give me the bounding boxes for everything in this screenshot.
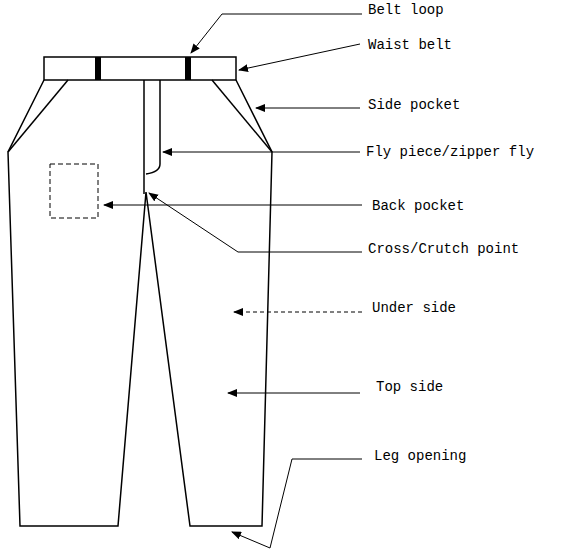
part-label: Leg opening xyxy=(374,448,466,464)
leader-line xyxy=(228,393,360,394)
belt-loop xyxy=(95,57,101,80)
zipper-fly xyxy=(146,80,160,174)
leader-lines xyxy=(104,14,362,548)
leader-line xyxy=(104,205,362,206)
leader-line xyxy=(163,152,360,153)
leader-line xyxy=(232,459,362,548)
part-label: Back pocket xyxy=(372,198,464,214)
leader-line xyxy=(149,193,362,252)
leader-line xyxy=(191,14,362,53)
part-label: Top side xyxy=(376,379,443,395)
leader-line xyxy=(239,44,360,70)
part-label: Cross/Crutch point xyxy=(368,241,519,257)
part-label: Under side xyxy=(372,300,456,316)
part-label: Side pocket xyxy=(368,97,460,113)
leader-line xyxy=(256,108,360,109)
part-label: Fly piece/zipper fly xyxy=(366,144,534,160)
leg-outline xyxy=(8,80,272,526)
leader-line xyxy=(234,312,362,313)
part-label: Belt loop xyxy=(368,2,444,18)
part-label: Waist belt xyxy=(368,37,452,53)
waist-belt xyxy=(44,57,236,80)
fly-edge xyxy=(143,80,145,194)
trousers-outline xyxy=(8,57,272,526)
back-pocket xyxy=(50,164,98,218)
belt-loop xyxy=(185,57,191,80)
side-pocket-left xyxy=(8,80,68,152)
side-pocket-right xyxy=(212,80,272,152)
